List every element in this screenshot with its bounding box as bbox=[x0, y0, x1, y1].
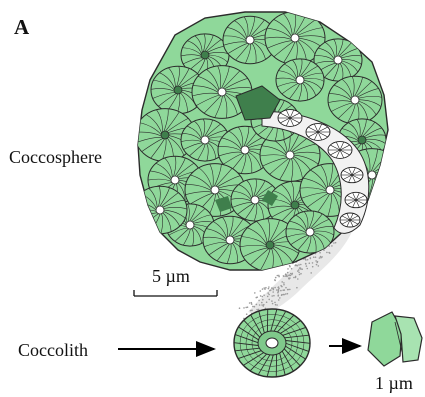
coccolith-label: Coccolith bbox=[18, 340, 88, 360]
scale-bar-small-label: 1 µm bbox=[375, 373, 413, 393]
scale-bar-large: 5 µm bbox=[134, 266, 217, 296]
coccolith bbox=[234, 309, 310, 377]
coccosphere-label: Coccosphere bbox=[9, 147, 102, 167]
coccolith-fragments bbox=[368, 312, 422, 366]
coccosphere bbox=[133, 12, 402, 272]
panel-label: A bbox=[14, 15, 30, 39]
scale-bar-large-label: 5 µm bbox=[152, 266, 190, 286]
